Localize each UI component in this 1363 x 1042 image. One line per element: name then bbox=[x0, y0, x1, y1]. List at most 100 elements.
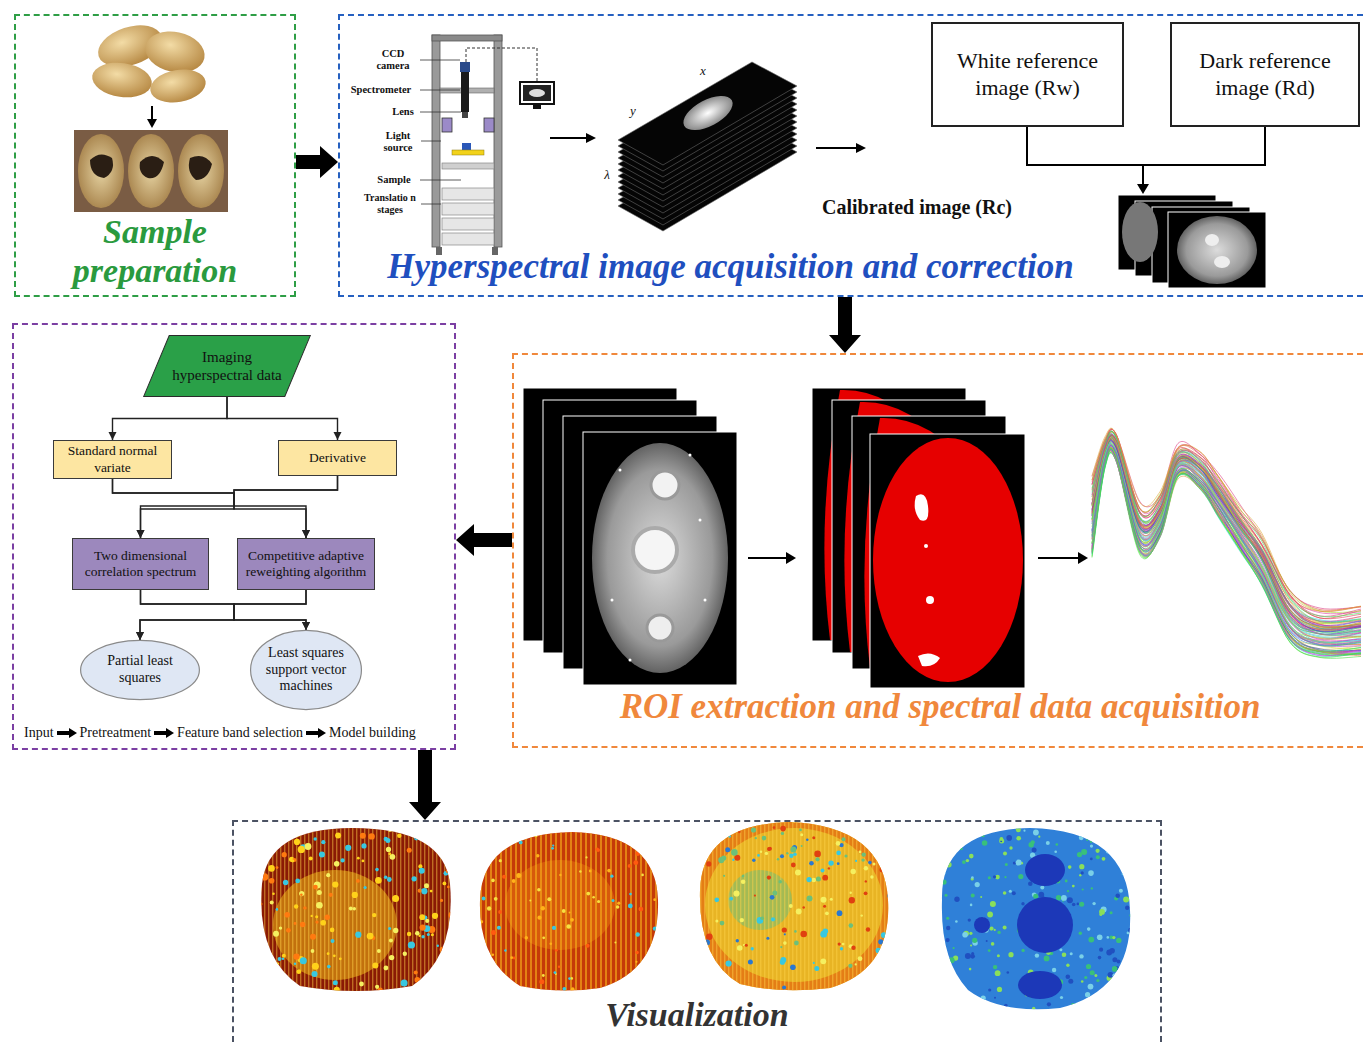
heat-dot bbox=[644, 832, 649, 837]
block-arrow bbox=[456, 524, 512, 556]
heat-dot bbox=[786, 852, 788, 854]
small-arrow bbox=[586, 133, 596, 143]
connector bbox=[141, 590, 311, 630]
spectrum-line bbox=[1092, 442, 1361, 630]
heat-dot bbox=[990, 928, 993, 931]
whole-potatoes bbox=[90, 18, 209, 107]
heat-dot bbox=[635, 851, 640, 856]
heat-dot bbox=[1088, 1007, 1091, 1010]
heat-dot bbox=[483, 953, 486, 956]
heat-dot bbox=[513, 957, 516, 960]
heat-dot bbox=[449, 877, 455, 883]
heat-dot bbox=[1086, 839, 1088, 841]
heat-dot bbox=[586, 892, 590, 896]
heat-dot bbox=[1122, 873, 1125, 876]
heat-dot bbox=[1033, 830, 1039, 836]
apparatus-label: CCD camera bbox=[370, 48, 416, 72]
heat-dot bbox=[555, 949, 558, 952]
hypercube bbox=[618, 62, 797, 231]
heat-dot bbox=[542, 936, 545, 939]
heat-dot bbox=[534, 833, 538, 837]
heat-dot bbox=[876, 823, 882, 829]
heat-dot bbox=[624, 989, 627, 992]
heat-dot bbox=[701, 944, 706, 949]
heat-dot bbox=[706, 833, 711, 838]
heat-dot bbox=[1054, 851, 1057, 854]
heat-dot bbox=[537, 888, 541, 892]
heat-dot bbox=[1068, 979, 1073, 984]
small-arrow bbox=[856, 143, 866, 153]
heat-dot bbox=[279, 926, 282, 929]
heat-dot bbox=[499, 859, 502, 862]
flow-line bbox=[113, 397, 228, 440]
section-panel: Hyperspectral image acquisition and corr… bbox=[338, 14, 1363, 297]
axis-label: y bbox=[626, 104, 640, 119]
spectrum-line bbox=[1092, 448, 1361, 654]
imaging-apparatus bbox=[421, 141, 441, 142]
spectrum-line bbox=[1092, 436, 1361, 628]
heat-dot bbox=[1129, 914, 1132, 917]
flow-line bbox=[141, 476, 338, 538]
heat-dot bbox=[1088, 984, 1094, 990]
imaging-apparatus bbox=[462, 143, 471, 150]
spectrum-line bbox=[1092, 435, 1361, 629]
cut-potatoes bbox=[74, 130, 228, 212]
spectrum-line bbox=[1092, 443, 1361, 644]
heat-dot bbox=[962, 932, 968, 938]
heat-dot bbox=[780, 960, 785, 965]
imaging-apparatus bbox=[533, 104, 541, 109]
roi-stack-gray bbox=[651, 471, 679, 499]
heat-dot bbox=[269, 878, 275, 884]
heat-dot bbox=[319, 852, 325, 858]
heat-dot bbox=[695, 937, 700, 942]
heat-dot bbox=[822, 875, 828, 881]
heat-dot bbox=[946, 938, 950, 942]
arrow-head bbox=[334, 432, 342, 440]
heat-dot bbox=[988, 949, 991, 952]
heat-dot bbox=[310, 934, 316, 940]
heat-dot bbox=[397, 823, 404, 830]
roi-stack-gray bbox=[647, 615, 673, 641]
heat-dot bbox=[1045, 1011, 1047, 1013]
spectrum-line bbox=[1092, 446, 1361, 646]
heat-dot bbox=[855, 963, 857, 965]
small-arrow bbox=[147, 106, 157, 128]
heat-dot bbox=[869, 825, 873, 829]
heat-dot bbox=[1007, 971, 1010, 974]
heatmap-2 bbox=[470, 825, 670, 1000]
heat-dot bbox=[1038, 836, 1040, 838]
heat-dot bbox=[1099, 948, 1103, 952]
node-text: Imaging hyperspectral data bbox=[163, 348, 291, 384]
connector bbox=[234, 590, 310, 630]
flow-line bbox=[113, 479, 235, 538]
heat-dot bbox=[790, 965, 796, 971]
heat-dot bbox=[425, 919, 429, 923]
heat-dot bbox=[384, 966, 389, 971]
heat-dot bbox=[1107, 936, 1110, 939]
heat-dot bbox=[321, 840, 325, 844]
heat-dot bbox=[529, 899, 531, 901]
cut-potatoes bbox=[78, 134, 124, 208]
heat-dot bbox=[752, 859, 755, 862]
heat-dot bbox=[315, 921, 318, 924]
heat-dot bbox=[796, 909, 802, 915]
spectrum-line bbox=[1092, 435, 1361, 627]
heatmap-2 bbox=[470, 825, 670, 1000]
heat-dot bbox=[800, 931, 807, 938]
node-text: Least squares support vector machines bbox=[263, 645, 349, 695]
roi-stack-red bbox=[812, 388, 1025, 688]
section-title: Hyperspectral image acquisition and corr… bbox=[358, 248, 1103, 287]
heat-dot bbox=[359, 982, 364, 987]
heat-dot bbox=[419, 914, 425, 920]
heat-dot bbox=[387, 877, 392, 882]
heat-dot bbox=[562, 909, 566, 913]
heat-dot bbox=[627, 838, 629, 840]
spectrum-line bbox=[1092, 436, 1361, 625]
heat-dot bbox=[314, 837, 317, 840]
heat-dot bbox=[444, 967, 447, 970]
heat-dot bbox=[757, 854, 760, 857]
heat-dot bbox=[1077, 852, 1082, 857]
heat-dot bbox=[632, 844, 634, 846]
heatmap-2 bbox=[470, 825, 670, 1000]
heat-dot bbox=[851, 829, 857, 835]
